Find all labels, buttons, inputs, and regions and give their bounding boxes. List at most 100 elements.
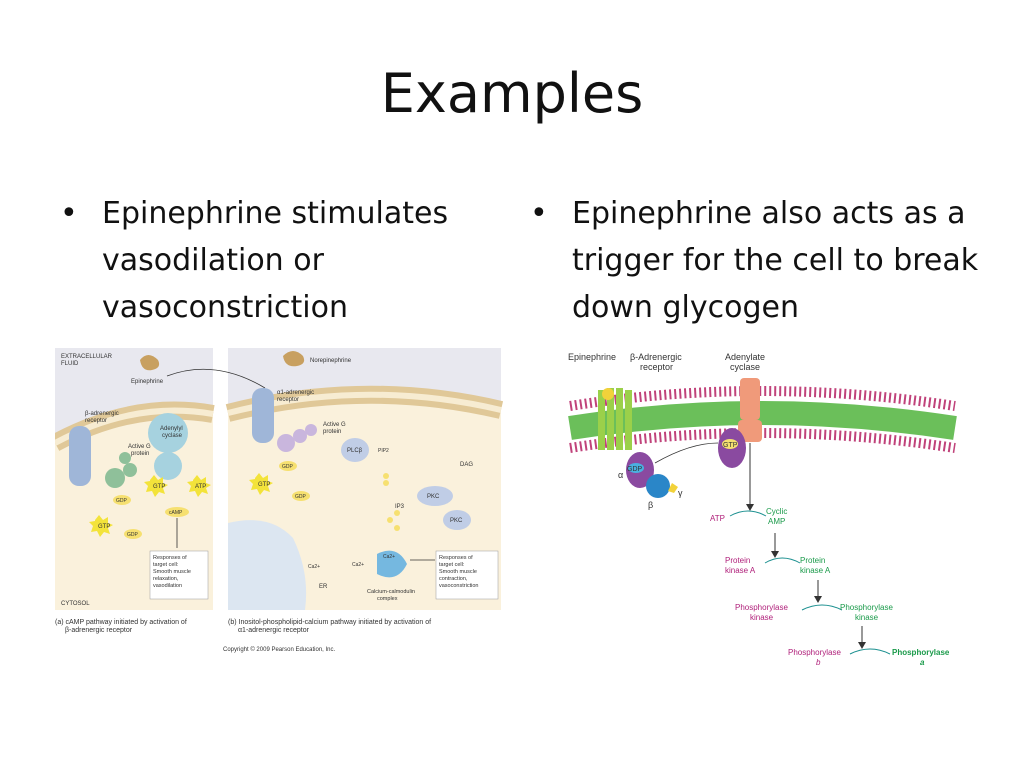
responses-line: contraction,	[439, 576, 468, 582]
pka-active-label: kinase A	[800, 566, 831, 575]
caption-a: (a) cAMP pathway initiated by activation…	[55, 619, 187, 635]
slide-title: Examples	[380, 62, 644, 125]
phk-active-label: Phosphorylase	[840, 603, 893, 612]
arrow	[654, 442, 719, 464]
responses-line: target cell:	[153, 562, 179, 568]
gtp-burst-2	[89, 515, 113, 537]
adenylyl-cyclase	[148, 413, 188, 453]
pkc-1	[417, 486, 453, 506]
bullet-marker: •	[60, 196, 78, 231]
responses-box-a	[149, 550, 209, 600]
er-label: ER	[319, 584, 328, 590]
receptor-label: receptor	[640, 362, 673, 372]
phk-inactive-label: Phosphorylase	[735, 603, 788, 612]
er-compartment	[228, 520, 307, 610]
curved-arrow	[764, 557, 801, 564]
bullet-text: Epinephrine also acts as a trigger for t…	[572, 196, 979, 325]
caption-b: (b) Inositol-phospholipid-calcium pathwa…	[228, 619, 431, 635]
cytosol-label: CYTOSOL	[61, 601, 90, 607]
gdp-label: GDP	[295, 494, 307, 500]
phk-inactive-label: kinase	[750, 613, 774, 622]
epinephrine-label: Epinephrine	[131, 379, 164, 385]
responses-line: Smooth muscle	[439, 569, 477, 575]
active-g-label: protein	[131, 451, 149, 457]
norepinephrine-label: Norepinephrine	[310, 358, 352, 364]
alpha1-receptor	[252, 388, 274, 443]
fluid-label: FLUID	[61, 361, 79, 367]
pka-active-label: Protein	[800, 556, 825, 565]
ip3-label: IP3	[395, 504, 405, 510]
responses-line: Smooth muscle	[153, 569, 191, 575]
adenylate-cyclase	[740, 378, 760, 420]
phk-active-label: kinase	[855, 613, 879, 622]
gtp-burst	[144, 475, 168, 497]
pathways-diagram: EXTRACELLULAR FLUID Epinephrine β-adrene…	[55, 348, 504, 610]
pip2-label: PIP2	[378, 448, 389, 454]
epinephrine-molecule	[140, 355, 160, 371]
gdp-label: GDP	[127, 532, 139, 538]
responses-line: target cell:	[439, 562, 465, 568]
bullet-marker: •	[530, 196, 548, 231]
norepinephrine-molecule	[283, 351, 305, 367]
complex-label: complex	[377, 596, 398, 602]
phosphorylase-b-label: Phosphorylase	[788, 648, 841, 657]
active-g-label: protein	[323, 429, 341, 435]
receptor-label: α1-adrenergic	[277, 390, 314, 396]
g-beta	[646, 474, 670, 498]
dag-label: DAG	[460, 462, 473, 468]
gdp-oval	[113, 495, 131, 505]
gtp-label: GTP	[153, 484, 165, 490]
epinephrine-molecule	[602, 388, 614, 400]
phosphorylase-a-label: a	[920, 658, 925, 667]
calcium-label: Ca2+	[308, 564, 320, 570]
caption-a-line: β-adrenergic receptor	[65, 627, 133, 634]
pkc-2	[443, 510, 471, 530]
calcium-label: Ca2+	[383, 554, 395, 560]
receptor-label: receptor	[277, 397, 299, 403]
gq-alpha	[277, 434, 295, 452]
atp-label: ATP	[710, 514, 725, 523]
pkc-label: PKC	[427, 494, 440, 500]
responses-line: Responses of	[439, 555, 473, 561]
plc-label: PLCβ	[347, 448, 363, 454]
pka-inactive-label: kinase A	[725, 566, 756, 575]
responses-line: vasodilation	[153, 583, 182, 589]
camp-label: cAMP	[169, 510, 183, 516]
adenylyl-label: Adenylyl	[160, 426, 183, 432]
responses-line: vasoconstriction	[439, 583, 478, 589]
camp-label: Cyclic	[766, 507, 787, 516]
caption-b-line: α1-adrenergic receptor	[238, 627, 309, 634]
phosphorylase-a-label: Phosphorylase	[892, 648, 950, 657]
beta-receptor	[69, 426, 91, 486]
bullet-text: Epinephrine stimulates vasodilation or v…	[102, 196, 449, 325]
signaling-pathways-figure: EXTRACELLULAR FLUID Epinephrine β-adrene…	[55, 348, 505, 653]
beta-adrenergic-receptor	[598, 388, 632, 450]
active-g-label: Active G	[128, 444, 151, 450]
plc-beta	[341, 438, 369, 462]
gdp-label: GDP	[116, 498, 128, 504]
gtp-label: GTP	[98, 524, 110, 530]
calmodulin	[377, 550, 407, 578]
phosphorylase-b-label: b	[816, 658, 821, 667]
adenylate-label: Adenylate	[725, 352, 765, 362]
receptor-label: β-adrenergic	[85, 411, 119, 417]
complex-label: Calcium-calmodulin	[367, 589, 415, 595]
receptor-label: receptor	[85, 418, 107, 424]
arrow-epi-to-b	[166, 368, 266, 389]
adenylate-label: cyclase	[730, 362, 760, 372]
gtp-burst-b	[249, 473, 273, 495]
alpha-label: α	[618, 470, 623, 480]
curved-arrow	[801, 604, 843, 611]
g-gamma	[668, 483, 678, 493]
glycogen-breakdown-figure: Epinephrine β-Adrenergic receptor Adenyl…	[560, 348, 960, 673]
camp-oval	[165, 507, 189, 517]
calcium-label: Ca2+	[352, 562, 364, 568]
beta-label: β	[648, 500, 653, 510]
camp-label: AMP	[768, 517, 785, 526]
responses-line: Responses of	[153, 555, 187, 561]
pkc-label: PKC	[450, 518, 463, 524]
receptor-label: β-Adrenergic	[630, 352, 682, 362]
responses-line: relaxation,	[153, 576, 179, 582]
extracellular-label: EXTRACELLULAR	[61, 354, 113, 360]
g-protein-alpha	[105, 468, 125, 488]
